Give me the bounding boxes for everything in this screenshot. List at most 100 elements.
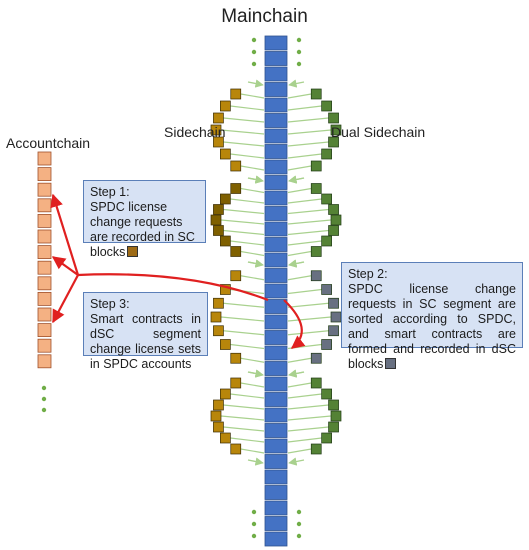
continuation-dot [296,521,302,527]
dual-sidechain-block [310,160,322,172]
dual-sidechain-block [328,204,339,215]
accountchain-block [37,151,52,166]
dual-sidechain-block [328,112,339,124]
continuation-dot [41,396,47,402]
dual-sidechain-link [287,275,312,281]
continuation-dot [251,533,257,539]
dual-sidechain-block [310,88,322,100]
accountchain-block [37,167,52,182]
mainchain-block [264,97,288,113]
dual-sidechain-link [287,219,332,225]
step2-title: Step 2: [348,267,388,281]
dual-sidechain-block [328,421,339,433]
dual-sidechain-block [321,432,332,444]
accountchain-block [37,245,52,260]
dual-sidechain-block [321,148,332,160]
step3-text: Smart contracts in dSC segment change li… [90,312,201,371]
merge-arrow [288,79,305,88]
continuation-dot [251,61,257,67]
merge-arrow [288,175,305,184]
dual-sidechain-link [287,316,332,322]
sidechain-block [230,443,242,455]
sidechain-block [230,352,242,364]
step1-title: Step 1: [90,185,130,199]
mainchain-block [264,82,288,97]
accountchain-block [37,260,52,275]
merge-arrow [247,175,264,184]
accountchain-block [37,323,52,338]
dual-sidechain-block [321,235,332,247]
sidechain-link [230,153,265,159]
sidechain-link [220,316,265,322]
sidechain-block [213,204,224,215]
continuation-dot [296,509,302,515]
dual-sidechain-block [328,297,339,309]
dual-sidechain-link [287,198,322,204]
mainchain-block [264,531,288,547]
sidechain-link [240,250,265,257]
merge-arrow [247,79,264,88]
mainchain-title: Mainchain [221,6,308,27]
mainchain-block [264,345,288,361]
flow-arrow-to-account [51,256,79,276]
mainchain-block [264,407,288,423]
dual-sidechain-link [287,93,312,99]
sidechain-block [220,193,231,205]
sidechain-link [230,437,265,443]
dual-sidechain-block [321,339,332,350]
dual-sidechain-block [328,136,339,148]
accountchain-block [37,276,52,291]
merge-arrow [288,259,305,268]
accountchain-block [37,213,52,228]
mainchain-block [264,299,288,314]
dual-sidechain-blocks [310,88,342,455]
sidechain-block [220,148,231,160]
mainchain-block [264,454,288,469]
sidechain-link [220,415,265,421]
mainchain-block [264,485,288,500]
dual-sidechain-block [310,270,322,282]
sidechain-block [220,339,231,350]
flow-arrow-to-dsc [283,299,306,349]
sidechain-link [240,448,265,454]
mainchain-block [264,159,288,175]
sidechain-block [220,388,231,400]
sidechain-block [213,399,224,411]
sidechain-block [230,160,242,172]
sidechain-link [220,129,265,135]
sidechain-link [240,275,265,281]
dual-sidechain-link [287,117,329,123]
dual-sidechain-block [310,183,322,194]
dual-sidechain-block [330,214,342,226]
dual-sidechain-link [287,415,332,421]
continuation-dot [251,49,257,55]
mainchain-block [264,252,288,268]
sidechain-link [223,404,265,410]
continuation-dot [41,385,47,391]
merge-arrow [247,369,264,378]
accountchain-label: Accountchain [6,135,91,151]
sidechain-link [230,105,265,111]
sidechain-blocks [210,88,242,455]
continuation-dot [296,49,302,55]
dual-sidechain-block [328,399,339,411]
accountchain-block [37,354,52,369]
continuation-dot [41,407,47,413]
dual-sidechain-block [330,311,342,323]
step-flow-arrows [50,193,306,349]
sidechain-link [223,302,265,308]
dual-sidechain-block [310,246,322,257]
merge-arrow [247,259,264,268]
accountchain-block [37,229,52,244]
sidechain-block [220,100,231,112]
continuation-dot [251,509,257,515]
step2-text: SPDC license change requests in SC segme… [348,282,516,371]
step1-text: SPDC license change requests are recorde… [90,200,195,259]
dual-sidechain-link [287,165,312,171]
mainchain-block [264,190,288,206]
sidechain-block [210,311,222,323]
sidechain-link [240,93,265,99]
sidechain-link [230,198,265,204]
mainchain-block [264,500,288,516]
